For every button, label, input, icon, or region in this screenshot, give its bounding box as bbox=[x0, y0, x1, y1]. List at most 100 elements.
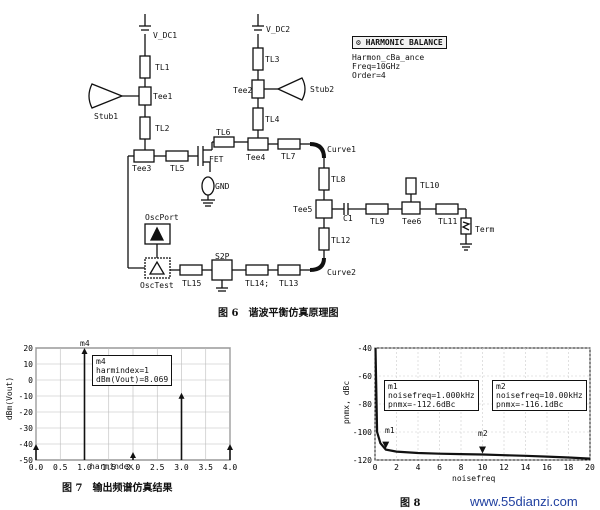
label-term: Term bbox=[475, 225, 495, 234]
chart2-xtick-label: 18 bbox=[564, 463, 574, 472]
chart1-xtick-label: 4.0 bbox=[223, 463, 238, 472]
label-tl12: TL12 bbox=[331, 236, 351, 245]
chart2-xtick-label: 20 bbox=[585, 463, 595, 472]
label-tee1: Tee1 bbox=[153, 92, 173, 101]
chart1-xtick-label: 3.0 bbox=[174, 463, 189, 472]
label-stub2: Stub2 bbox=[310, 85, 335, 94]
chart2-xtick-label: 4 bbox=[416, 463, 421, 472]
label-tl6: TL6 bbox=[216, 128, 231, 137]
chart2-marker-triangle bbox=[382, 441, 390, 449]
label-tee4: Tee4 bbox=[246, 153, 266, 162]
chart1-bar-arrow bbox=[178, 392, 185, 399]
chart2-xtick-label: 2 bbox=[394, 463, 399, 472]
label-tl8: TL8 bbox=[331, 175, 346, 184]
chart2-ytick-label: -80 bbox=[358, 400, 373, 409]
schematic-wires bbox=[88, 14, 472, 292]
label-stub1: Stub1 bbox=[94, 112, 119, 121]
chart2-marker-triangle bbox=[479, 446, 486, 454]
figure-8-caption: 图 8 bbox=[400, 498, 421, 509]
chart1-xtick-label: 2.5 bbox=[150, 463, 165, 472]
label-tee3: Tee3 bbox=[132, 164, 152, 173]
hb-name: Harmon_cBa_ance bbox=[352, 53, 425, 62]
label-gnd: GND bbox=[215, 182, 230, 191]
chart2-xtick-label: 16 bbox=[542, 463, 552, 472]
chart2-series-line bbox=[374, 347, 591, 460]
marker-m4-box: m4 harmindex=1 dBm(Vout)=8.069 bbox=[92, 355, 173, 386]
label-tl3: TL3 bbox=[265, 55, 280, 64]
chart2-ylabel: pnmx, dBc bbox=[342, 380, 352, 425]
marker-m1-box: m1 noisefreq=1.000kHz pnmx=-112.6dBc bbox=[384, 380, 479, 411]
marker-m1-line3: pnmx=-112.6dBc bbox=[388, 400, 456, 409]
label-curve2: Curve2 bbox=[327, 268, 356, 277]
chart1-bar-arrow bbox=[33, 444, 39, 450]
label-c1: C1 bbox=[343, 214, 353, 223]
chart1-ytick-label: -50 bbox=[19, 456, 34, 465]
chart1-xtick-label: 0.5 bbox=[53, 463, 68, 472]
label-vdc1: V_DC1 bbox=[153, 31, 178, 40]
hb-icon: ⚙ bbox=[356, 38, 361, 47]
chart2-xtick-label: 0 bbox=[373, 463, 378, 472]
label-tl11: TL11 bbox=[438, 217, 458, 226]
harmonic-balance-title: ⚙ HARMONIC BALANCE bbox=[352, 36, 447, 49]
chart1-ytick-label: 20 bbox=[23, 344, 33, 353]
label-tee5: Tee5 bbox=[293, 205, 313, 214]
chart2-ytick-label: -120 bbox=[353, 456, 372, 465]
marker-m1-line2: noisefreq=1.000kHz bbox=[388, 391, 475, 400]
label-vdc2: V_DC2 bbox=[266, 25, 291, 34]
chart1-bar-arrow bbox=[81, 348, 88, 354]
marker-m4-line2: harmindex=1 bbox=[96, 366, 149, 375]
label-fet: FET bbox=[209, 155, 224, 164]
label-tl7: TL7 bbox=[281, 152, 296, 161]
chart1-xtick-label: 3.5 bbox=[199, 463, 214, 472]
label-tl2: TL2 bbox=[155, 124, 170, 133]
marker-m1-label: m1 bbox=[385, 426, 395, 435]
marker-m2-box: m2 noisefreq=10.00kHz pnmx=-116.1dBc bbox=[492, 380, 587, 411]
label-osctest: OscTest bbox=[140, 281, 174, 290]
figure-6-caption: 图 6 谐波平衡仿真原理图 bbox=[218, 308, 339, 319]
chart1-ytick-label: -30 bbox=[19, 424, 34, 433]
label-tl1: TL1 bbox=[155, 63, 170, 72]
chart1-xtick-label: 1.0 bbox=[77, 463, 92, 472]
marker-m2-line3: pnmx=-116.1dBc bbox=[496, 400, 564, 409]
chart2-xtick-label: 8 bbox=[459, 463, 464, 472]
marker-m1-line1: m1 bbox=[388, 382, 398, 391]
chart1-xlabel: harmindex bbox=[90, 462, 134, 471]
marker-m4-line1: m4 bbox=[96, 357, 106, 366]
chart2-xtick-label: 10 bbox=[478, 463, 488, 472]
chart1-xtick-label: 1.5 bbox=[102, 463, 117, 472]
label-tl5: TL5 bbox=[170, 164, 185, 173]
chart2-xtick-label: 6 bbox=[437, 463, 442, 472]
chart1-ytick-label: 0 bbox=[28, 376, 33, 385]
label-tl4: TL4 bbox=[265, 115, 280, 124]
chart1-ylabel: dBm(Vout) bbox=[5, 376, 15, 421]
label-tl10: TL10 bbox=[420, 181, 440, 190]
chart1-xtick-label: 2.0 bbox=[126, 463, 141, 472]
chart2-ytick-label: -40 bbox=[358, 344, 373, 353]
label-tl14: TL14; bbox=[245, 279, 270, 288]
chart2-ytick-label: -100 bbox=[353, 428, 372, 437]
marker-m4-label: m4 bbox=[80, 339, 90, 348]
chart2-xtick-label: 14 bbox=[521, 463, 531, 472]
label-tee2: Tee2 bbox=[233, 86, 253, 95]
label-tl13: TL13 bbox=[279, 279, 299, 288]
marker-m4-line3: dBm(Vout)=8.069 bbox=[96, 375, 169, 384]
chart1-ytick-label: -40 bbox=[19, 440, 34, 449]
chart1-ytick-label: -20 bbox=[19, 408, 34, 417]
label-tee6: Tee6 bbox=[402, 217, 422, 226]
harmonic-balance-block: ⚙ HARMONIC BALANCE Harmon_cBa_ance Freq=… bbox=[352, 36, 447, 80]
label-s2p: S2P bbox=[215, 252, 230, 261]
marker-m2-label: m2 bbox=[478, 429, 488, 438]
chart1-bar-arrow bbox=[227, 444, 233, 450]
figure-7-caption: 图 7 输出频谱仿真结果 bbox=[62, 483, 173, 494]
chart1-bar-arrow bbox=[130, 452, 136, 458]
label-tl9: TL9 bbox=[370, 217, 385, 226]
schematic-diagram bbox=[88, 14, 472, 292]
marker-m2-line1: m2 bbox=[496, 382, 506, 391]
chart1-xtick-label: 0.0 bbox=[29, 463, 44, 472]
label-curve1: Curve1 bbox=[327, 145, 356, 154]
watermark-text: www.55dianzi.com bbox=[470, 494, 578, 509]
chart1-ytick-label: -10 bbox=[19, 392, 34, 401]
chart2-xtick-label: 12 bbox=[499, 463, 509, 472]
